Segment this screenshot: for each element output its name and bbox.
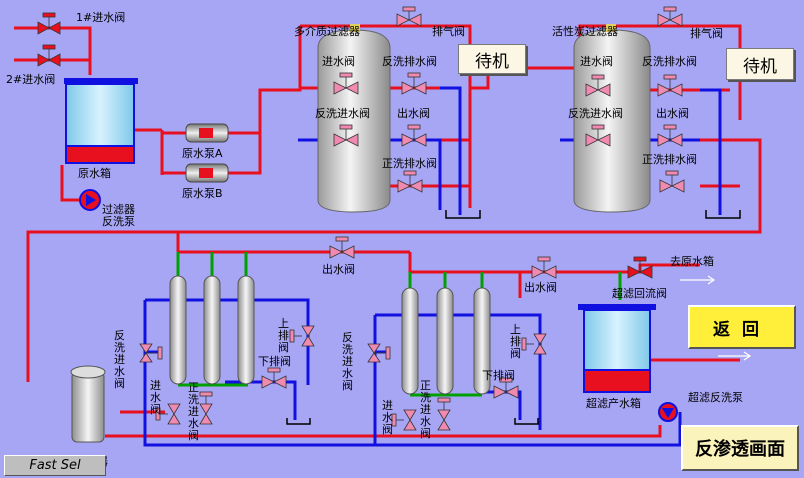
uf-return-valve xyxy=(627,256,653,279)
green-pipes xyxy=(176,252,622,397)
uf-product-tank xyxy=(578,304,656,393)
uf2-inlet-valve xyxy=(391,409,417,431)
ac-rinse-drain-label: 正洗排水阀 xyxy=(642,153,697,166)
ac-backwash-drain-valve xyxy=(657,74,683,97)
raw-tank-label: 原水箱 xyxy=(78,167,111,180)
mm-rinse-drain-valve xyxy=(397,170,423,193)
mm-backwash-drain-label: 反洗排水阀 xyxy=(382,55,437,68)
ac-inlet-label: 进水阀 xyxy=(580,55,613,68)
uf2-inlet-label: 进水阀 xyxy=(382,399,393,436)
uf1-rinse-inlet-valve xyxy=(199,391,213,425)
flow-arrows xyxy=(680,275,752,361)
uf1-inlet-label: 进水阀 xyxy=(150,379,161,416)
ac-backwash-drain-label: 反洗排水阀 xyxy=(642,55,697,68)
uf2-lower-drain-label: 下排阀 xyxy=(482,369,515,382)
uf2-outlet-valve xyxy=(531,256,557,279)
raw-water-tank xyxy=(64,78,138,164)
uf1-rinse-inlet-label: 正洗进水阀 xyxy=(188,381,199,442)
inlet-valve-2-label: 2#进水阀 xyxy=(6,73,56,86)
inlet-valve-1 xyxy=(37,12,61,35)
ac-filter-status: 待机 xyxy=(726,48,794,80)
mm-inlet-label: 进水阀 xyxy=(322,55,355,68)
mm-filter-label: 多介质过滤器 xyxy=(294,25,360,38)
uf1-lower-drain-valve xyxy=(261,367,287,389)
uf-backwash-pump-label: 超滤反洗泵 xyxy=(688,391,743,404)
mm-backwash-drain-valve xyxy=(401,72,427,95)
mm-backwash-inlet-valve xyxy=(333,124,359,147)
uf1-lower-drain-label: 下排阀 xyxy=(258,355,291,368)
uf1-outlet-valve xyxy=(329,236,355,259)
uf1-upper-drain-valve xyxy=(289,325,315,347)
raw-pump-b[interactable] xyxy=(185,163,229,183)
uf2-lower-drain-valve xyxy=(493,377,519,399)
ac-outlet-valve xyxy=(657,124,683,147)
ac-filter-label: 活性炭过滤器 xyxy=(552,25,618,38)
security-filter xyxy=(70,365,106,443)
mm-vent-valve xyxy=(396,6,422,27)
raw-pump-b-label: 原水泵B xyxy=(182,187,223,200)
drain-basins xyxy=(286,210,741,425)
ac-vent-valve xyxy=(657,6,683,27)
uf1-upper-drain-label: 上排阀 xyxy=(278,317,289,354)
to-raw-tank-label: 去原水箱 xyxy=(670,255,714,268)
mm-outlet-valve xyxy=(401,124,427,147)
mm-vent-label: 排气阀 xyxy=(432,25,465,38)
raw-pump-a-label: 原水泵A xyxy=(182,147,223,160)
multimedia-filter-vessel xyxy=(317,24,391,213)
uf2-upper-drain-label: 上排阀 xyxy=(510,323,521,360)
ac-outlet-label: 出水阀 xyxy=(656,107,689,120)
uf-product-tank-label: 超滤产水箱 xyxy=(586,397,641,410)
uf1-backwash-inlet-valve xyxy=(139,343,163,363)
filter-backwash-pump[interactable] xyxy=(79,189,101,211)
ac-rinse-drain-valve xyxy=(659,170,685,193)
uf-columns xyxy=(169,275,491,395)
ac-backwash-inlet-valve xyxy=(585,124,611,147)
inlet-valve-1-label: 1#进水阀 xyxy=(76,11,126,24)
return-button[interactable]: 返回 xyxy=(688,305,796,349)
mm-rinse-drain-label: 正洗排水阀 xyxy=(382,157,437,170)
fast-sel-button[interactable]: Fast Sel xyxy=(4,455,106,476)
uf1-backwash-inlet-label: 反洗进水阀 xyxy=(114,329,125,390)
uf2-rinse-inlet-valve xyxy=(437,397,451,431)
ac-inlet-valve xyxy=(585,74,611,97)
uf-return-valve-label: 超滤回流阀 xyxy=(612,287,667,300)
uf1-outlet-label: 出水阀 xyxy=(322,263,355,276)
raw-pump-a[interactable] xyxy=(185,123,229,143)
mm-backwash-inlet-label: 反洗进水阀 xyxy=(315,107,370,120)
uf2-backwash-inlet-label: 反洗进水阀 xyxy=(342,331,353,392)
mm-inlet-valve xyxy=(333,72,359,95)
uf2-upper-drain-valve xyxy=(521,333,547,355)
mm-filter-status: 待机 xyxy=(458,44,526,74)
uf2-backwash-inlet-valve xyxy=(367,343,391,363)
filter-backwash-pump-label: 过滤器 反洗泵 xyxy=(102,203,135,228)
mm-outlet-label: 出水阀 xyxy=(397,107,430,120)
ac-vent-label: 排气阀 xyxy=(690,27,723,40)
inlet-valve-2 xyxy=(37,44,61,67)
uf2-rinse-inlet-label: 正洗进水阀 xyxy=(420,379,431,440)
uf-backwash-pump[interactable] xyxy=(658,402,678,422)
uf1-inlet-valve xyxy=(155,403,181,425)
uf2-outlet-label: 出水阀 xyxy=(524,281,557,294)
ro-screen-button[interactable]: 反渗透画面 xyxy=(681,425,799,471)
valves[interactable] xyxy=(37,6,685,431)
ac-backwash-inlet-label: 反洗进水阀 xyxy=(568,107,623,120)
